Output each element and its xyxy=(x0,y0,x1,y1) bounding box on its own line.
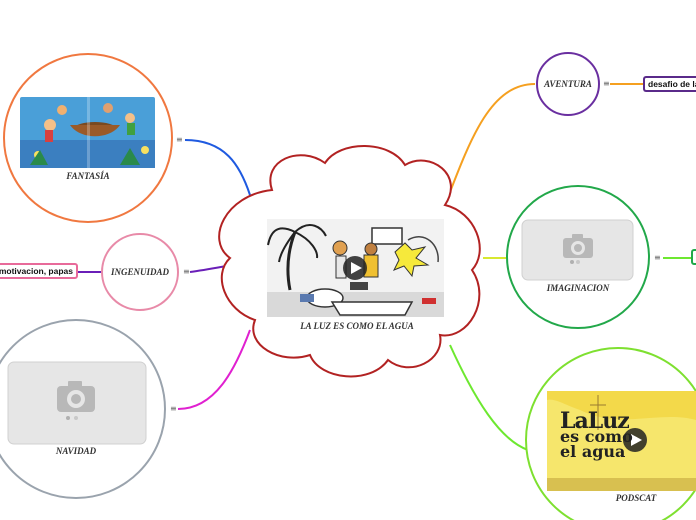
central-label: LA LUZ ES COMO EL AGUA xyxy=(300,321,414,331)
book-title-line3: el agua xyxy=(560,442,626,461)
node-aventura-circle[interactable] xyxy=(536,52,600,116)
book-cover-title: LaLuz es como el agua xyxy=(560,408,670,461)
menu-icon[interactable]: ≡ xyxy=(176,135,183,144)
book-title-line1: LaLuz xyxy=(560,408,630,434)
node-ingenuidad-circle[interactable] xyxy=(101,233,179,311)
menu-icon[interactable]: ≡ xyxy=(654,253,661,262)
node-podscat-label: PODSCAT xyxy=(615,493,657,503)
camera-icon xyxy=(563,234,593,258)
menu-icon[interactable]: ≡ xyxy=(170,404,177,413)
play-icon xyxy=(351,262,362,274)
tag-motivacion[interactable]: motivacion, papas xyxy=(0,263,78,279)
menu-icon[interactable]: ≡ xyxy=(183,267,190,276)
connector-fantasia xyxy=(184,139,251,196)
podscat-book-cover[interactable] xyxy=(547,391,696,491)
node-imaginacion-label: IMAGINACION xyxy=(546,283,610,293)
play-icon xyxy=(631,434,642,446)
connector-navidad xyxy=(177,329,251,410)
node-aventura-label: AVENTURA xyxy=(544,79,592,89)
node-ingenuidad-label: INGENUIDAD xyxy=(110,267,169,277)
book-title-line2: es como xyxy=(560,427,633,446)
node-fantasia-label: FANTASÍA xyxy=(66,171,110,181)
connector-podscat xyxy=(449,344,529,451)
camera-icon xyxy=(57,381,95,412)
tag-desafio[interactable]: desafio de la xyxy=(643,76,696,92)
menu-icon[interactable]: ≡ xyxy=(603,79,610,88)
connector-aventura xyxy=(444,83,536,206)
node-navidad-label: NAVIDAD xyxy=(55,446,97,456)
fantasia-illustration[interactable] xyxy=(20,97,155,168)
